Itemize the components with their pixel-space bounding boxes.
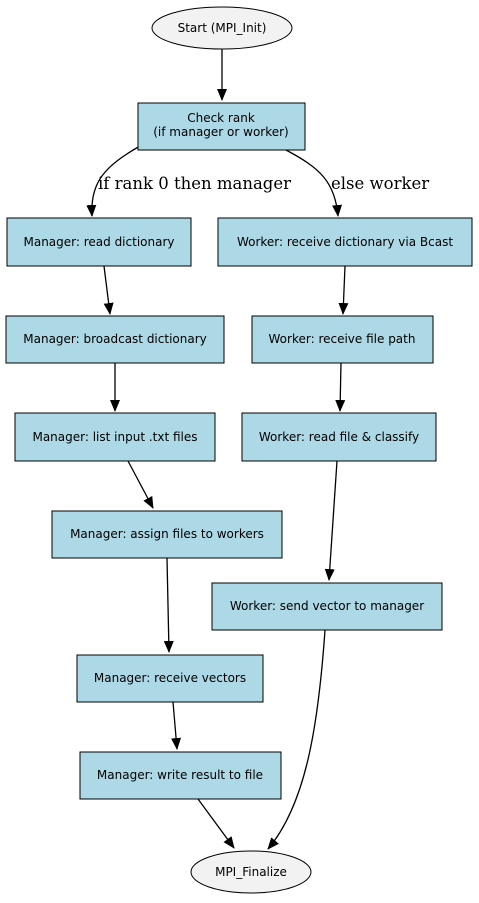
node-label: Manager: receive vectors xyxy=(94,671,246,685)
edge-receive-vectors-to-write-result xyxy=(171,701,182,750)
node-label: Manager: broadcast dictionary xyxy=(23,332,207,346)
node-manager-assign-files: Manager: assign files to workers xyxy=(51,510,283,559)
node-start: Start (MPI_Init) xyxy=(151,6,293,50)
node-label-line-2: (if manager or worker) xyxy=(153,125,289,139)
edge-worker-file-path-to-read-classify xyxy=(335,362,346,412)
node-label: Manager: assign files to workers xyxy=(70,527,264,541)
process-box xyxy=(211,582,443,631)
process-box xyxy=(217,217,473,267)
node-manager-list-input-files: Manager: list input .txt files xyxy=(14,412,216,462)
edge-worker-send-vector-to-finalize xyxy=(267,629,326,850)
process-box xyxy=(251,315,434,364)
node-manager-broadcast-dictionary: Manager: broadcast dictionary xyxy=(5,315,225,364)
edge-list-files-to-assign xyxy=(127,460,154,509)
edge-manager-read-to-broadcast xyxy=(103,265,114,315)
edge-check-rank-to-manager-read xyxy=(86,145,141,217)
node-label: Manager: list input .txt files xyxy=(32,430,197,444)
edge-label-manager-branch: if rank 0 then manager xyxy=(98,174,291,193)
node-label: Manager: read dictionary xyxy=(23,235,174,249)
node-worker-receive-dictionary: Worker: receive dictionary via Bcast xyxy=(217,217,473,267)
node-worker-receive-file-path: Worker: receive file path xyxy=(251,315,434,364)
node-label: Start (MPI_Init) xyxy=(178,21,267,35)
node-worker-send-vector: Worker: send vector to manager xyxy=(211,582,443,631)
node-label: Worker: receive file path xyxy=(269,332,416,346)
node-label: Worker: receive dictionary via Bcast xyxy=(237,235,453,249)
node-finalize: MPI_Finalize xyxy=(190,850,312,894)
node-manager-receive-vectors: Manager: receive vectors xyxy=(76,654,264,703)
edge-worker-receive-dictionary-to-file-path xyxy=(338,265,349,315)
process-box xyxy=(241,412,437,462)
edge-worker-read-classify-to-send-vector xyxy=(324,460,338,581)
process-box xyxy=(51,510,283,559)
node-manager-read-dictionary: Manager: read dictionary xyxy=(6,217,192,267)
node-check-rank: Check rank (if manager or worker) xyxy=(137,102,306,151)
edge-assign-to-receive-vectors xyxy=(163,557,174,653)
node-label-line-1: Check rank xyxy=(187,111,255,125)
edge-check-rank-to-worker-receive-dictionary xyxy=(285,149,343,217)
process-box xyxy=(76,654,264,703)
terminal-shape xyxy=(151,6,293,50)
process-box xyxy=(5,315,225,364)
node-label: Worker: send vector to manager xyxy=(230,599,424,613)
node-label: Manager: write result to file xyxy=(97,768,263,782)
node-worker-read-classify: Worker: read file & classify xyxy=(241,412,437,462)
edges xyxy=(86,49,349,850)
process-box xyxy=(79,751,282,800)
node-manager-write-result: Manager: write result to file xyxy=(79,751,282,800)
process-box xyxy=(137,102,306,151)
process-box xyxy=(6,217,192,267)
process-box xyxy=(14,412,216,462)
edge-label-worker-branch: else worker xyxy=(331,174,429,193)
terminal-shape xyxy=(190,850,312,894)
edge-write-result-to-finalize xyxy=(197,798,235,849)
node-label: MPI_Finalize xyxy=(215,865,287,879)
node-label: Worker: read file & classify xyxy=(259,430,419,444)
